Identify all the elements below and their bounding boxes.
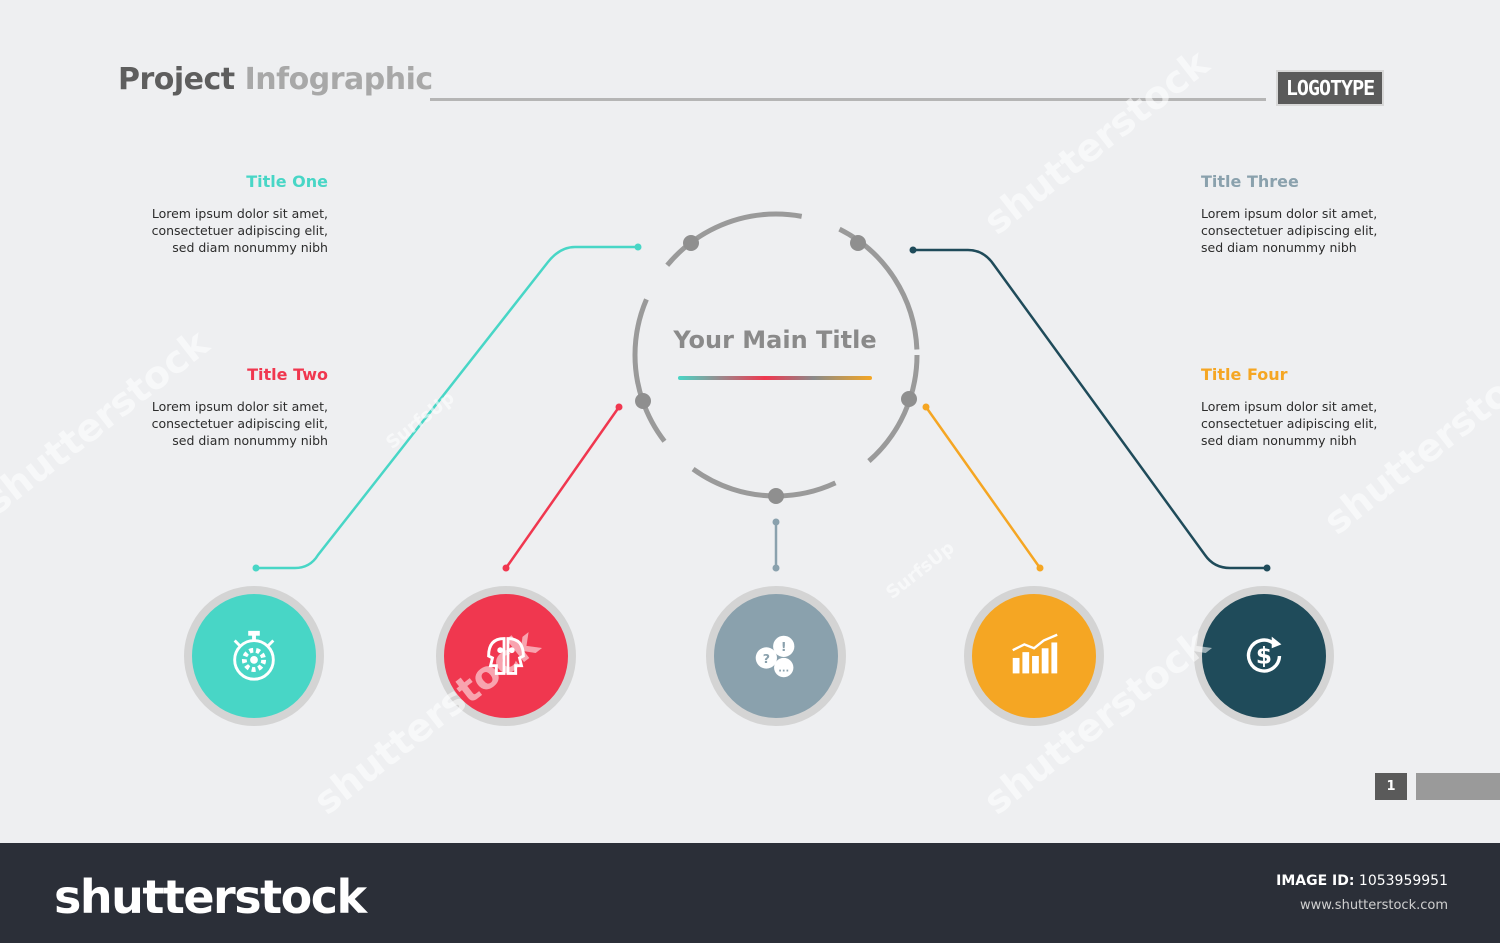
header-rule xyxy=(430,98,1266,101)
ring-node xyxy=(768,488,784,504)
image-id: IMAGE ID: 1053959951 xyxy=(1276,873,1448,889)
body-line: sed diam nonummy nibh xyxy=(172,240,328,255)
svg-text:$: $ xyxy=(1256,643,1272,670)
block-heading: Title Four xyxy=(1201,365,1288,384)
title-word-1: Project xyxy=(118,62,235,97)
block-heading: Title Two xyxy=(247,365,328,384)
text-block-title-one: Title One Lorem ipsum dolor sit amet, co… xyxy=(98,172,328,256)
ring-node xyxy=(635,393,651,409)
svg-text:!: ! xyxy=(781,639,787,654)
bar-chart-icon xyxy=(1012,633,1058,674)
block-body: Lorem ipsum dolor sit amet, consectetuer… xyxy=(1201,205,1431,256)
ring-node xyxy=(901,391,917,407)
block-body: Lorem ipsum dolor sit amet, consectetuer… xyxy=(1201,398,1431,449)
body-line: Lorem ipsum dolor sit amet, xyxy=(151,206,328,221)
body-line: consectetuer adipiscing elit, xyxy=(151,223,328,238)
body-line: sed diam nonummy nibh xyxy=(1201,240,1357,255)
connector-lines xyxy=(252,211,1271,572)
text-block-title-three: Title Three Lorem ipsum dolor sit amet, … xyxy=(1201,172,1431,256)
connector-navy xyxy=(913,248,1267,570)
circle-orange xyxy=(964,586,1104,726)
body-line: consectetuer adipiscing elit, xyxy=(1201,223,1378,238)
circle-navy: $ xyxy=(1194,586,1334,726)
dollar-cycle-icon: $ xyxy=(1246,636,1282,673)
ring-node xyxy=(683,235,699,251)
body-line: sed diam nonummy nibh xyxy=(1201,433,1357,448)
circle-grey: ! ? ... xyxy=(706,586,846,726)
svg-text:?: ? xyxy=(763,651,770,666)
block-body: Lorem ipsum dolor sit amet, consectetuer… xyxy=(98,205,328,256)
circle-teal xyxy=(184,586,324,726)
body-line: Lorem ipsum dolor sit amet, xyxy=(1201,206,1378,221)
chat-bubbles-icon: ! ? ... xyxy=(755,635,795,678)
body-line: sed diam nonummy nibh xyxy=(172,433,328,448)
logo-placeholder: LOGOTYPE xyxy=(1276,70,1384,106)
body-line: consectetuer adipiscing elit, xyxy=(151,416,328,431)
block-heading: Title Three xyxy=(1201,172,1299,191)
body-line: Lorem ipsum dolor sit amet, xyxy=(1201,399,1378,414)
image-id-label: IMAGE ID: xyxy=(1276,873,1355,889)
text-block-title-two: Title Two Lorem ipsum dolor sit amet, co… xyxy=(98,365,328,449)
connector-red xyxy=(504,406,621,569)
footer-url: www.shutterstock.com xyxy=(1299,898,1448,913)
title-word-2: Infographic xyxy=(244,62,434,97)
block-heading: Title One xyxy=(246,172,328,191)
stopwatch-gear-icon xyxy=(233,630,275,681)
main-ring xyxy=(632,211,920,499)
page-number: 1 xyxy=(1375,773,1407,800)
slide: Project Infographic LOGOTYPE Your Main T… xyxy=(98,62,1500,800)
footer-logo: shutterstock xyxy=(54,870,367,924)
connector-teal xyxy=(256,245,638,570)
main-title-underline xyxy=(678,376,872,380)
block-body: Lorem ipsum dolor sit amet, consectetuer… xyxy=(98,398,328,449)
circle-red xyxy=(436,586,576,726)
footer-bar xyxy=(0,843,1500,943)
ring-node xyxy=(850,235,866,251)
image-id-value: 1053959951 xyxy=(1358,873,1448,889)
main-title: Your Main Title xyxy=(673,326,877,354)
page-bar xyxy=(1416,773,1500,800)
connector-orange xyxy=(924,406,1042,569)
body-line: Lorem ipsum dolor sit amet, xyxy=(151,399,328,414)
text-block-title-four: Title Four Lorem ipsum dolor sit amet, c… xyxy=(1201,365,1431,449)
body-line: consectetuer adipiscing elit, xyxy=(1201,416,1378,431)
svg-text:...: ... xyxy=(778,663,789,674)
two-heads-icon xyxy=(487,637,525,675)
page-title: Project Infographic xyxy=(118,62,433,97)
